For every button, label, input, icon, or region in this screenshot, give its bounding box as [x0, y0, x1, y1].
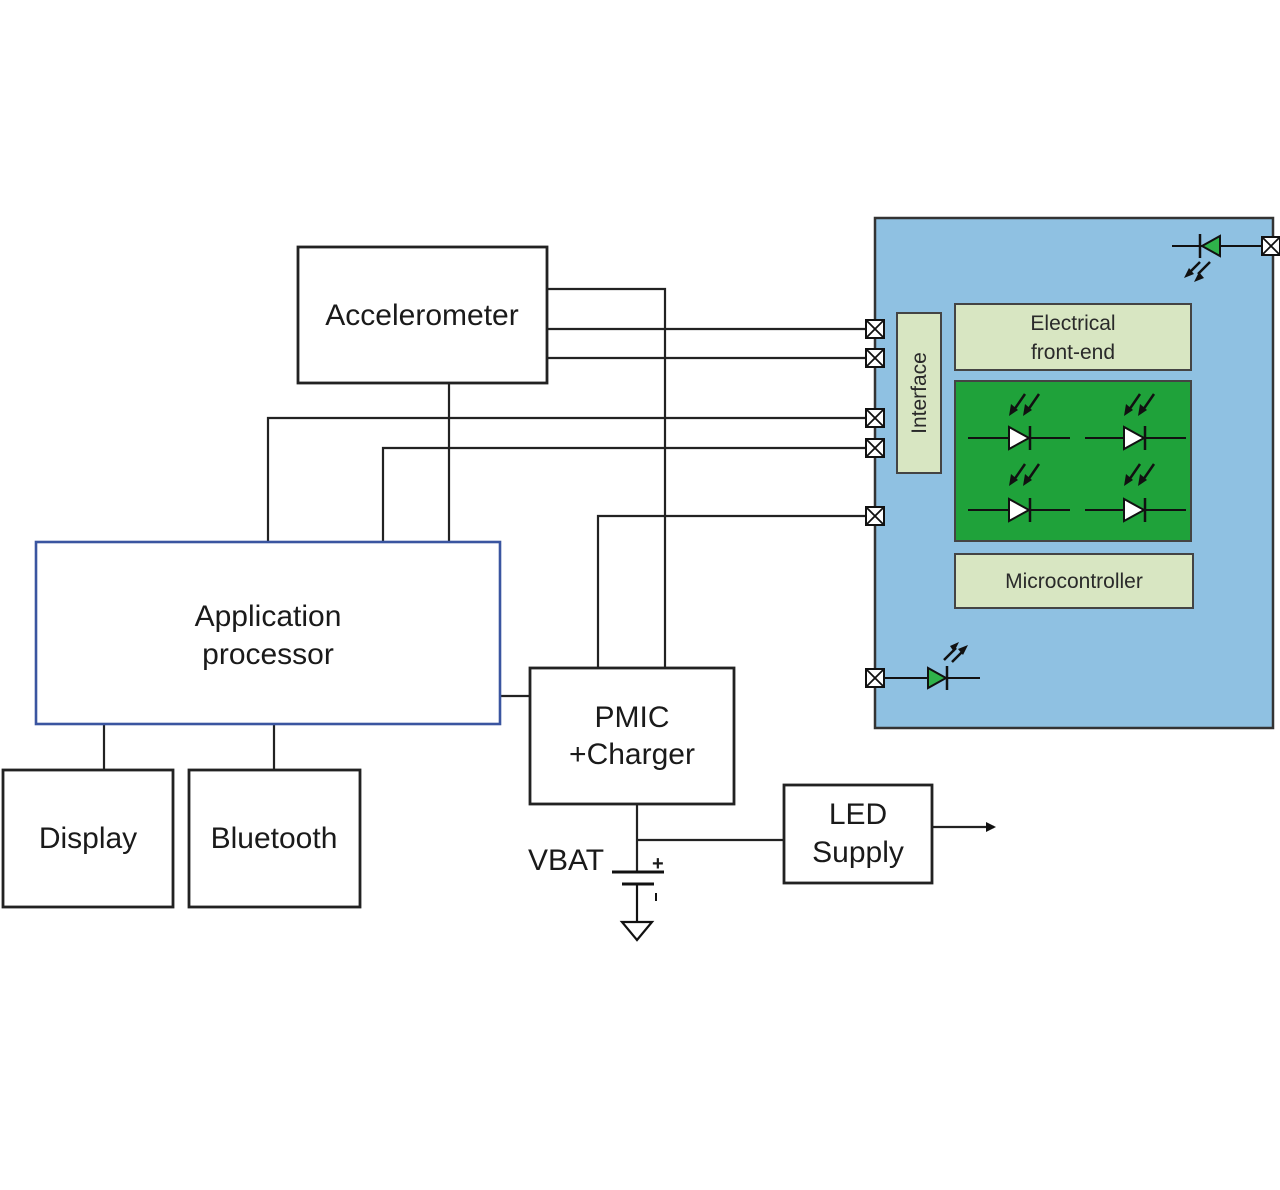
led-supply-label-line2: Supply — [812, 836, 904, 869]
photodiode-1 — [968, 393, 1070, 451]
wire-accel-to-pmic — [547, 287, 667, 668]
photodiode-3 — [968, 463, 1070, 523]
electrical-front-end-block — [954, 303, 1192, 371]
wire-app-to-chip-2 — [381, 446, 875, 542]
bluetooth-label: Bluetooth — [211, 822, 338, 855]
battery-symbol — [612, 870, 664, 942]
led-top-right — [1172, 234, 1266, 282]
afe-label-line1: Electrical — [1030, 312, 1115, 335]
pad-icon — [865, 408, 885, 428]
application-processor-label-line2: processor — [202, 638, 334, 671]
application-processor-block — [34, 540, 502, 726]
led-supply-label-line1: LED — [829, 798, 887, 831]
pad-icon — [865, 438, 885, 458]
pad-icon — [865, 348, 885, 368]
microcontroller-label: Microcontroller — [1005, 570, 1143, 593]
led-bottom-left — [885, 642, 980, 690]
accelerometer-block — [296, 245, 549, 385]
display-block — [1, 768, 175, 909]
photodiode-array — [954, 380, 1192, 542]
photodiode-4 — [1085, 463, 1186, 523]
pmic-label-line1: PMIC — [595, 701, 670, 734]
interface-block — [896, 312, 942, 474]
application-processor-label-line1: Application — [195, 600, 342, 633]
wire-app-to-chip-1 — [266, 416, 875, 542]
vbat-label: VBAT — [528, 844, 604, 877]
accelerometer-label: Accelerometer — [325, 299, 518, 332]
pmic-charger-block — [528, 666, 736, 806]
pad-icon — [865, 319, 885, 339]
display-label: Display — [39, 822, 137, 855]
pad-icon — [1261, 236, 1280, 256]
battery-plus-label: + — [652, 853, 664, 875]
pmic-label-line2: +Charger — [569, 738, 695, 771]
pad-icon — [865, 506, 885, 526]
bluetooth-block — [187, 768, 362, 909]
afe-label-line2: front-end — [1031, 341, 1115, 364]
photodiode-2 — [1085, 393, 1186, 451]
interface-label: Interface — [908, 352, 931, 434]
pad-icon — [865, 668, 885, 688]
led-supply-block — [782, 783, 934, 885]
microcontroller-block — [954, 553, 1194, 609]
wire-pmic-to-chip — [596, 514, 875, 668]
